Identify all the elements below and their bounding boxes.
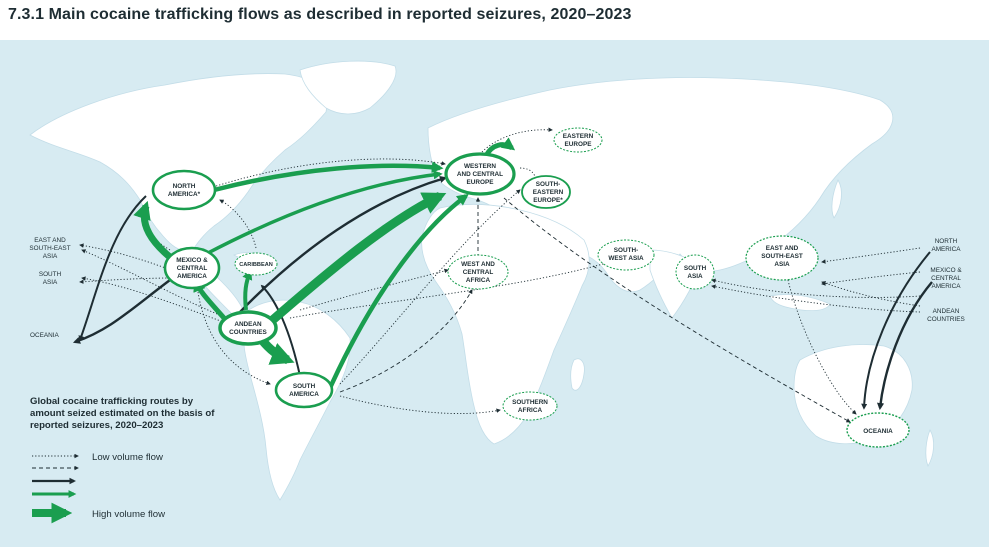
land-new-zealand	[925, 429, 934, 467]
land-japan	[831, 179, 842, 219]
flow-east-mca-to-easia	[821, 271, 921, 286]
flow-east-andean-to-easia	[821, 281, 921, 307]
flow-mca-to-west-easia	[79, 243, 177, 273]
legend-high-label: High volume flow	[92, 509, 165, 520]
region-oceania: OCEANIA	[846, 412, 910, 448]
flow-east-na-to-easia	[821, 247, 921, 264]
legend-low-label: Low volume flow	[92, 452, 163, 463]
flow-andean-to-wce-green	[265, 191, 447, 328]
svg-text:CARIBBEAN: CARIBBEAN	[239, 262, 273, 268]
flow-andean-to-sa-low	[197, 291, 271, 385]
edge-label-west-oceania: OCEANIA	[30, 332, 60, 339]
land-indonesia	[769, 294, 831, 312]
flow-east-mca-to-sasia	[711, 278, 921, 298]
flow-andean-to-west-easia	[81, 249, 233, 321]
flow-mca-to-west-sasia	[79, 277, 177, 285]
flow-sa-to-wca	[339, 289, 473, 393]
region-label-line: AMERICA*	[168, 191, 201, 198]
svg-text:SOUTH-WEST ASIA: SOUTH-WEST ASIA	[608, 247, 644, 262]
region-caribbean: CARIBBEAN	[234, 252, 278, 276]
svg-text:OCEANIA: OCEANIA	[863, 428, 893, 435]
flow-andean-to-west-sasia	[81, 276, 235, 327]
land-greenland	[299, 60, 397, 115]
region-label-line: NORTH	[173, 183, 196, 190]
flow-east-na-to-oceania	[861, 251, 931, 410]
flow-na-to-wce	[213, 161, 444, 193]
land-madagascar	[570, 358, 585, 391]
flow-sa-to-wce	[327, 193, 469, 389]
region-south-west-asia: SOUTH-WEST ASIA	[597, 239, 655, 271]
low-volume-flows	[79, 127, 921, 415]
flow-mca-to-wce	[205, 170, 443, 256]
flow-east-andean-to-sasia	[711, 284, 921, 313]
page-title: 7.3.1 Main cocaine trafficking flows as …	[8, 6, 632, 23]
land-north-america	[29, 73, 328, 253]
flow-sa-to-se-europe	[339, 189, 521, 385]
flow-wce-to-oceania	[503, 197, 851, 423]
flow-sa-to-caribbean	[260, 284, 301, 377]
flow-mca-to-oceania	[72, 279, 171, 344]
low-volume-dashed-flows	[339, 197, 851, 423]
flow-wce-to-eastern-europe	[481, 127, 553, 153]
flow-east-mca-to-oceania	[876, 281, 933, 411]
flow-easia-to-oceania	[787, 279, 857, 415]
